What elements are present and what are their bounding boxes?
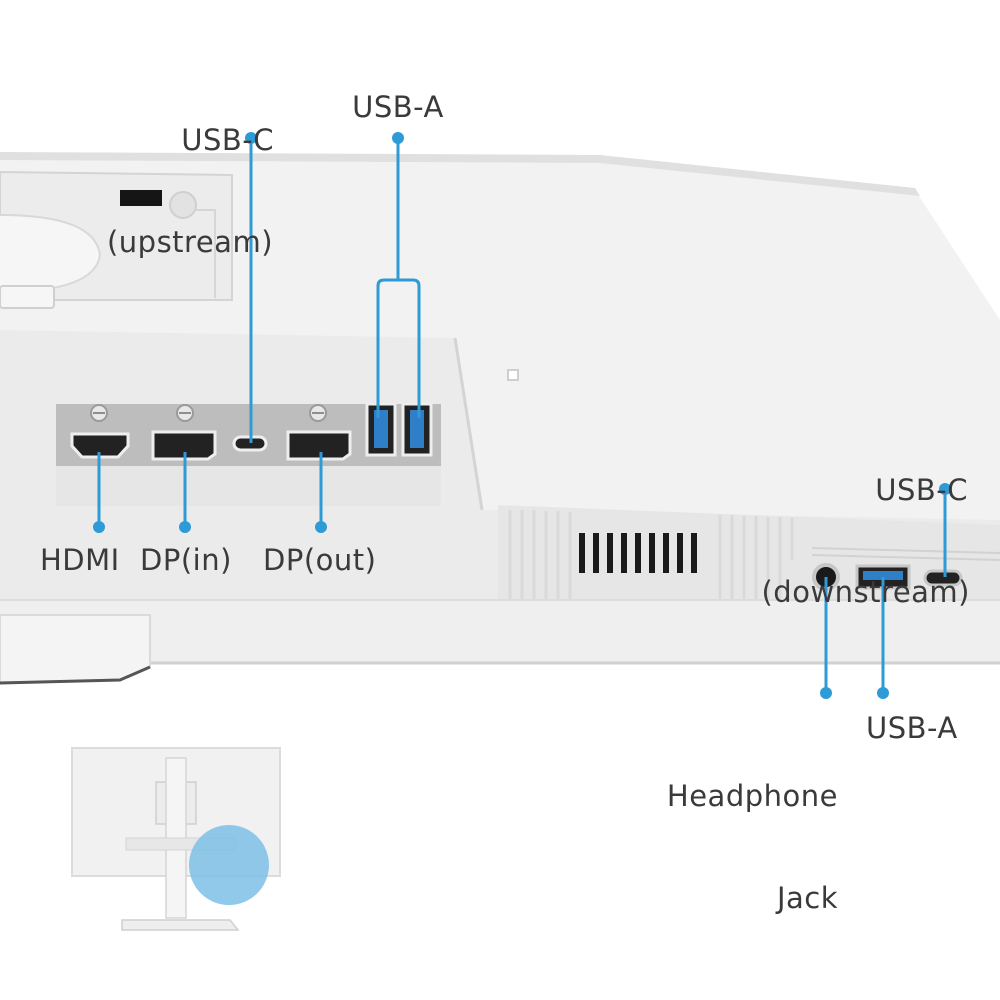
port-location-highlight — [189, 825, 269, 905]
usb-c-upstream-label: USB-C (upstream) — [100, 55, 280, 293]
headphone-jack-label-line2: Jack — [776, 881, 838, 915]
dp-out-port — [286, 430, 352, 461]
monitor-thumbnail — [71, 747, 281, 931]
usb-c-upstream-label-line2: (upstream) — [106, 225, 274, 259]
rear-port-panel — [56, 402, 441, 506]
usb-c-upstream-label-line1: USB-C — [181, 123, 274, 157]
hdmi-label: HDMI — [40, 543, 120, 577]
usb-c-downstream-label-line1: USB-C — [875, 473, 968, 507]
dp-in-port — [151, 430, 217, 461]
vent-ribs — [508, 510, 794, 600]
dp-in-label: DP(in) — [140, 543, 232, 577]
callout-lines — [97, 138, 947, 693]
usb-c-downstream-port — [923, 569, 963, 587]
usb-a-side-label: USB-A — [866, 711, 958, 745]
callout-dots — [93, 132, 951, 699]
usb-a-top-label: USB-A — [352, 90, 444, 124]
usb-c-downstream-label: USB-C (downstream) — [740, 405, 970, 643]
usb-c-downstream-label-line2: (downstream) — [761, 575, 970, 609]
headphone-jack-label: Headphone Jack — [640, 711, 838, 949]
dp-out-label: DP(out) — [263, 543, 377, 577]
vent-slots — [579, 533, 697, 573]
hdmi-port — [70, 432, 130, 459]
headphone-jack-label-line1: Headphone — [666, 779, 838, 813]
